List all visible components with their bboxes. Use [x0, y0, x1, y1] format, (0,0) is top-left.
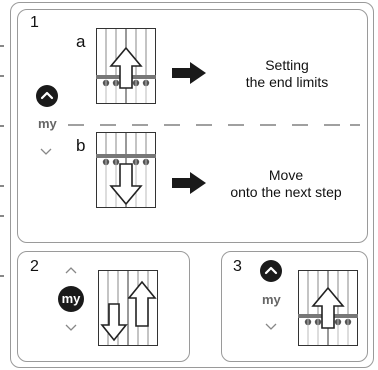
up-button-icon [260, 260, 282, 282]
separator-dash [196, 124, 212, 126]
part-b-letter: b [76, 136, 86, 155]
edge-tick [0, 45, 4, 47]
part-b-caption-line1: Move [268, 167, 304, 183]
separator-dash [260, 124, 276, 126]
chevron-down-icon [65, 324, 77, 331]
my-button-icon [58, 286, 84, 312]
part-a-caption-line2: the end limits [245, 74, 329, 90]
shutter-up-icon [96, 28, 156, 104]
separator-dash [132, 124, 148, 126]
edge-tick [0, 185, 4, 187]
part-a-caption-line1: Setting [265, 57, 309, 73]
separator-dash [350, 124, 360, 126]
separator-dash [228, 124, 244, 126]
shutter-up-down-icon [98, 270, 158, 346]
separator-dash [292, 124, 308, 126]
separator-dash [324, 124, 340, 126]
edge-tick [0, 215, 4, 217]
up-button-icon [36, 85, 58, 107]
edge-tick [0, 75, 4, 77]
my-button-label: my [262, 292, 281, 307]
step1-number: 1 [30, 14, 39, 31]
chevron-down-icon [265, 323, 277, 330]
right-arrow-icon [172, 62, 206, 84]
edge-tick [0, 275, 4, 277]
part-b-caption-line2: onto the next step [230, 184, 342, 200]
edge-tick [0, 125, 4, 127]
step3-number: 3 [233, 258, 242, 275]
step2-number: 2 [30, 258, 39, 275]
right-arrow-icon [172, 172, 206, 194]
chevron-down-icon [40, 148, 52, 155]
shutter-down-icon [96, 132, 156, 208]
my-button-label: my [38, 116, 57, 131]
step1-panel [17, 9, 368, 243]
separator-dash [164, 124, 180, 126]
my-button-label: my [61, 291, 81, 306]
separator-dash [100, 124, 116, 126]
chevron-up-icon [65, 267, 77, 274]
shutter-up-icon [298, 270, 358, 346]
separator-dash [68, 124, 84, 126]
part-a-letter: a [76, 32, 86, 51]
